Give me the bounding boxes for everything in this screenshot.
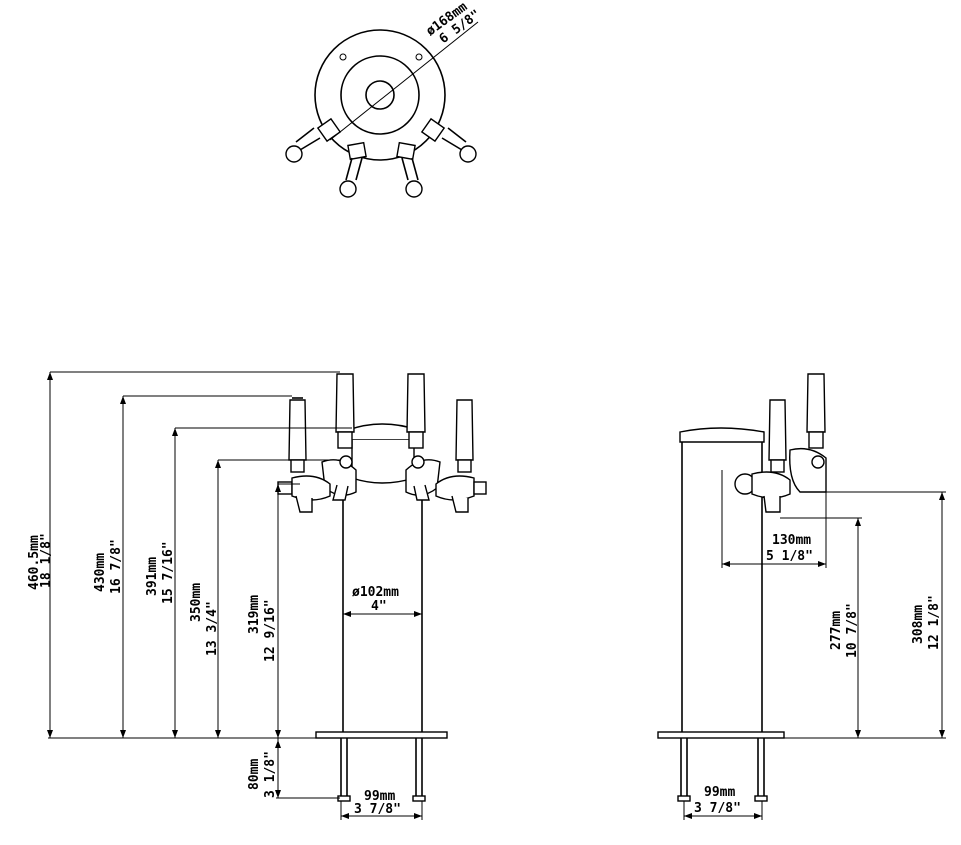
front-shank-mm: 80mm bbox=[247, 759, 262, 790]
side-tap-handle-rear bbox=[806, 373, 826, 449]
side-h-high-mm: 308mm bbox=[911, 605, 926, 644]
side-h-high-in: 12 1/8" bbox=[927, 595, 942, 650]
front-shank-in: 3 1/8" bbox=[263, 751, 278, 798]
front-base-mm: 99mm bbox=[364, 789, 395, 804]
side-faucet-front bbox=[734, 471, 791, 513]
top-faucet-4 bbox=[420, 117, 477, 163]
side-bolt-right bbox=[754, 795, 768, 802]
front-tap-handle-1 bbox=[288, 397, 307, 473]
top-faucet-2 bbox=[339, 141, 367, 198]
top-faucet-1 bbox=[285, 117, 342, 163]
front-column-head bbox=[351, 440, 415, 484]
top-view: ø168mm 6 5/8" bbox=[285, 0, 483, 198]
side-faucet-rear bbox=[789, 447, 827, 493]
front-base-in: 3 7/8" bbox=[354, 802, 401, 817]
front-h4-mm: 350mm bbox=[189, 583, 204, 622]
side-view: 130mm 5 1/8" 277mm 10 7/8" 308mm 12 1/8" bbox=[657, 373, 946, 820]
front-column-in: 4" bbox=[371, 599, 387, 614]
top-flange-circle bbox=[314, 29, 446, 161]
front-h1-mm: 460.5mm bbox=[27, 535, 42, 590]
front-faucet-right-front bbox=[435, 475, 487, 513]
front-bolt-right bbox=[412, 795, 426, 802]
front-h5-mm: 319mm bbox=[247, 595, 262, 634]
front-tap-handle-3 bbox=[406, 373, 426, 449]
side-h-low-mm: 277mm bbox=[829, 611, 844, 650]
front-h2-in: 16 7/8" bbox=[109, 539, 124, 594]
front-base-plate bbox=[315, 731, 448, 739]
front-h3-mm: 391mm bbox=[145, 557, 160, 596]
front-h1-in: 18 1/8" bbox=[39, 533, 54, 588]
side-reach-in: 5 1/8" bbox=[766, 549, 813, 564]
front-tap-handle-2 bbox=[335, 373, 355, 449]
top-screw-hole-right bbox=[415, 53, 423, 61]
front-view: 460.5mm 18 1/8" 430mm 16 7/8" 391mm 15 7… bbox=[27, 371, 487, 820]
top-faucet-3 bbox=[396, 141, 423, 198]
front-tap-handle-4 bbox=[455, 399, 474, 473]
front-faucet-right-rear bbox=[405, 455, 441, 501]
side-h-low-in: 10 7/8" bbox=[845, 603, 860, 658]
side-base-plate bbox=[657, 731, 785, 739]
side-base-mm: 99mm bbox=[704, 785, 735, 800]
top-column-circle bbox=[340, 55, 420, 135]
front-h2-mm: 430mm bbox=[93, 553, 108, 592]
side-base-in: 3 7/8" bbox=[694, 801, 741, 816]
top-center-hole bbox=[365, 80, 395, 110]
side-reach-mm: 130mm bbox=[772, 533, 811, 548]
top-screw-hole-left bbox=[339, 53, 347, 61]
top-diameter-leader bbox=[329, 21, 479, 141]
front-h4-in: 13 3/4" bbox=[205, 601, 220, 656]
side-tap-handle-front bbox=[768, 399, 787, 473]
front-faucet-left-front bbox=[277, 475, 331, 513]
front-h3-in: 15 7/16" bbox=[161, 541, 176, 604]
front-h5-in: 12 9/16" bbox=[263, 599, 278, 662]
side-bolt-left bbox=[677, 795, 691, 802]
side-column-cap bbox=[679, 427, 765, 443]
front-column-mm: ø102mm bbox=[352, 585, 399, 600]
